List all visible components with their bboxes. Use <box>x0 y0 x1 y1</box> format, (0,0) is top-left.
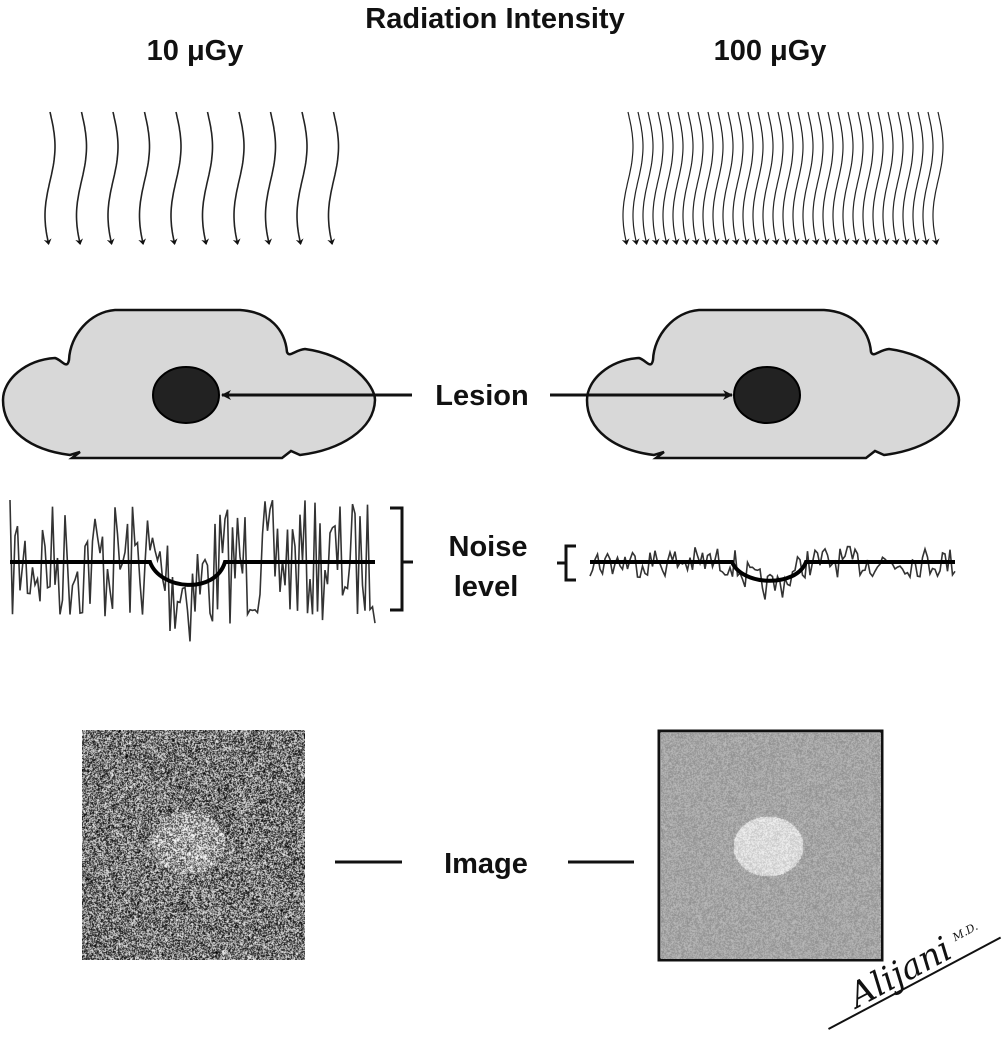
radiation-arrow <box>673 112 683 244</box>
radiation-arrow <box>234 112 244 244</box>
radiation-arrow <box>623 112 633 244</box>
radiation-arrow <box>171 112 181 244</box>
radiation-arrow <box>813 112 823 244</box>
radiation-arrow <box>923 112 933 244</box>
radiation-arrow <box>663 112 673 244</box>
lesion-right <box>734 367 800 423</box>
radiation-arrow <box>873 112 883 244</box>
head-left <box>3 310 375 458</box>
noise-bracket-large <box>390 508 413 610</box>
radiation-arrow <box>743 112 753 244</box>
image-high-dose <box>661 733 881 959</box>
radiation-arrow <box>266 112 276 244</box>
radiation-arrow <box>140 112 150 244</box>
radiation-arrow <box>843 112 853 244</box>
radiation-arrow <box>753 112 763 244</box>
radiation-arrow <box>783 112 793 244</box>
head-right <box>587 310 959 458</box>
radiation-arrow <box>733 112 743 244</box>
radiation-arrow <box>203 112 213 244</box>
svg-text:M.D.: M.D. <box>950 920 981 944</box>
radiation-arrow <box>329 112 339 244</box>
radiation-arrow <box>893 112 903 244</box>
radiation-arrow <box>763 112 773 244</box>
high-dose-label: 100 μGy <box>714 35 827 67</box>
radiation-arrow <box>773 112 783 244</box>
radiation-arrow <box>297 112 307 244</box>
radiation-arrow <box>643 112 653 244</box>
radiation-arrow <box>853 112 863 244</box>
radiation-arrow <box>863 112 873 244</box>
lesion-left <box>153 367 219 423</box>
radiation-arrow <box>45 112 55 244</box>
high-dose-radiation-arrows <box>623 112 943 244</box>
radiation-arrow <box>833 112 843 244</box>
noise-signal-high <box>590 547 955 600</box>
radiation-arrow <box>693 112 703 244</box>
radiation-arrow <box>883 112 893 244</box>
diagram-title: Radiation Intensity <box>365 3 624 35</box>
radiation-arrow <box>933 112 943 244</box>
low-dose-radiation-arrows <box>45 112 339 244</box>
radiation-arrow <box>653 112 663 244</box>
low-dose-label: 10 μGy <box>147 35 244 67</box>
lesion-label: Lesion <box>435 380 528 412</box>
image-label: Image <box>444 848 528 880</box>
radiation-arrow <box>633 112 643 244</box>
radiation-arrow <box>903 112 913 244</box>
noise-bracket-small <box>557 546 576 580</box>
radiation-arrow <box>793 112 803 244</box>
radiation-arrow <box>713 112 723 244</box>
radiation-arrow <box>108 112 118 244</box>
noise-signal-low <box>10 500 375 641</box>
noise-label-line1: Noise <box>449 531 528 563</box>
noise-label-line2: level <box>454 571 519 603</box>
radiation-arrow <box>723 112 733 244</box>
radiation-arrow <box>823 112 833 244</box>
radiation-arrow <box>683 112 693 244</box>
radiation-arrow <box>77 112 87 244</box>
radiation-arrow <box>803 112 813 244</box>
radiation-arrow <box>913 112 923 244</box>
image-low-dose <box>82 730 305 960</box>
radiation-arrow <box>703 112 713 244</box>
